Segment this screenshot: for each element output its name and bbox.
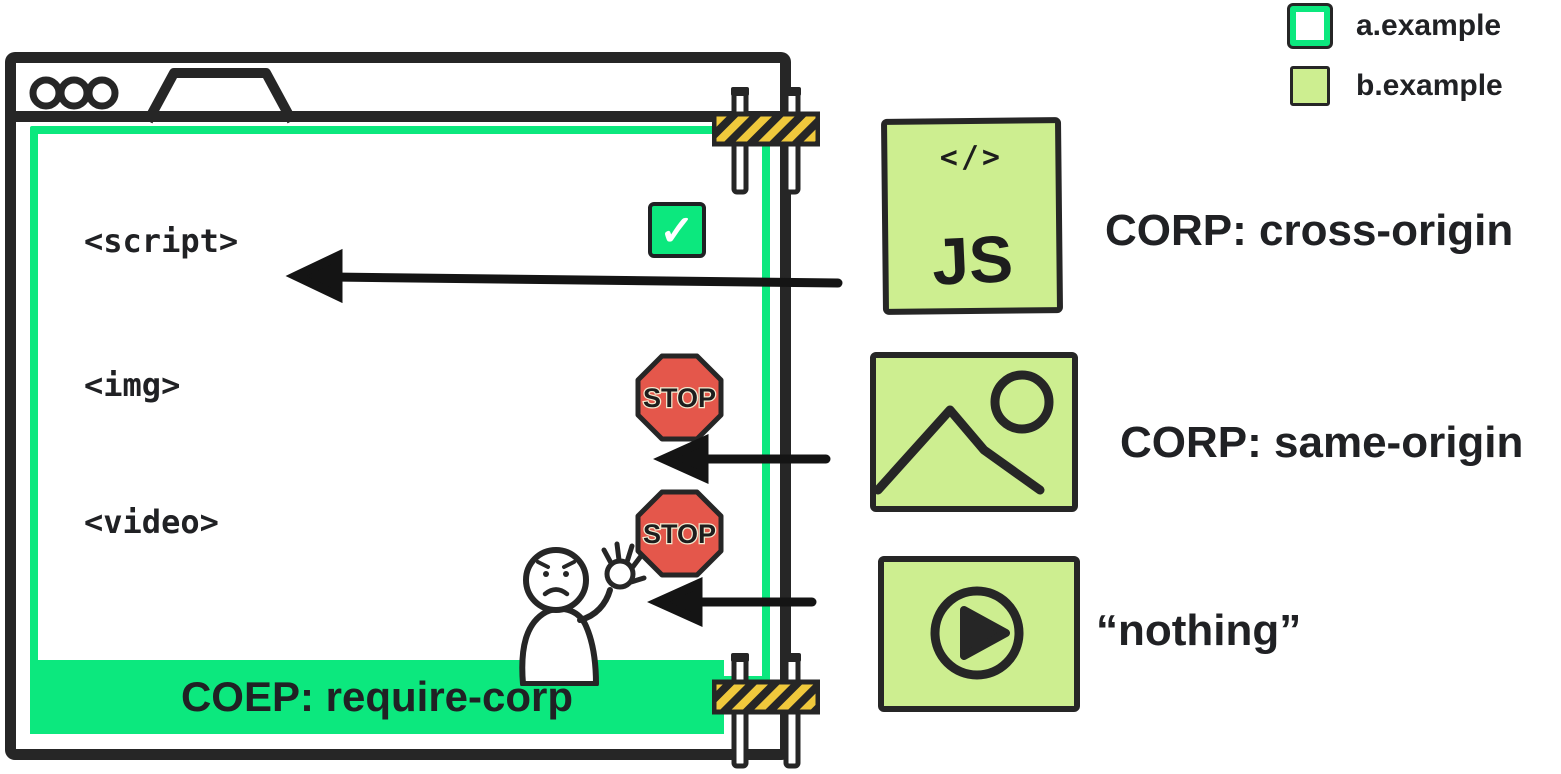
barrier-post-cap xyxy=(783,653,801,662)
roadblock-icon-top xyxy=(712,87,820,195)
person-eye xyxy=(543,571,549,577)
play-icon xyxy=(930,586,1024,680)
window-dot-icon xyxy=(29,76,63,110)
play-triangle xyxy=(960,606,1010,660)
legend-label-b: b.example xyxy=(1356,69,1503,102)
browser-tab-icon xyxy=(143,68,297,124)
image-sun xyxy=(990,370,1054,434)
corp-cross-origin-label: CORP: cross-origin xyxy=(1105,206,1514,255)
image-icon xyxy=(876,370,1054,495)
barrier-post-cap xyxy=(783,87,801,96)
barrier-striped-bar xyxy=(712,111,820,147)
stop-sign-icon-video: STOP xyxy=(635,489,724,578)
nothing-label: “nothing” xyxy=(1096,606,1302,655)
person-head xyxy=(523,547,589,613)
image-file-card xyxy=(870,352,1078,512)
window-dot-icon xyxy=(85,76,119,110)
stop-text: STOP xyxy=(643,383,716,413)
corp-same-origin-label: CORP: same-origin xyxy=(1120,418,1524,467)
check-glyph: ✓ xyxy=(659,206,695,254)
image-mountain xyxy=(876,405,1045,495)
roadblock-icon-bottom xyxy=(712,653,820,769)
video-file-card xyxy=(878,556,1080,712)
play-circle xyxy=(930,586,1024,680)
barrier-striped-bar xyxy=(712,679,820,715)
person-fingers xyxy=(601,541,647,585)
code-icon: </> xyxy=(939,139,1004,176)
img-tag-label: <img> xyxy=(84,366,181,404)
legend-item-b-example: b.example xyxy=(1290,66,1503,106)
legend-label-a: a.example xyxy=(1356,9,1502,42)
stop-text: STOP xyxy=(643,519,716,549)
video-tag-label: <video> xyxy=(84,503,219,541)
browser-header-line xyxy=(16,111,780,122)
coep-banner-text: COEP: require-corp xyxy=(180,673,574,720)
stop-sign-icon-img: STOP xyxy=(635,353,724,442)
window-dot-icon xyxy=(57,76,91,110)
coep-banner: COEP: require-corp xyxy=(30,660,724,734)
stop-octagon xyxy=(635,489,724,578)
js-file-icon: JS xyxy=(930,221,1015,299)
browser-chrome xyxy=(16,68,780,124)
person-frown xyxy=(542,587,570,597)
b-example-swatch-icon xyxy=(1290,66,1330,106)
person-arm xyxy=(577,587,613,623)
barrier-post-cap xyxy=(731,87,749,96)
allowed-check-icon: ✓ xyxy=(648,202,706,258)
legend-item-a-example: a.example xyxy=(1290,6,1501,46)
person-eye xyxy=(563,571,569,577)
js-file-card: </> JS xyxy=(880,117,1064,315)
script-tag-label: <script> xyxy=(84,222,239,260)
person-brows xyxy=(536,560,576,569)
barrier-post-cap xyxy=(731,653,749,662)
blocking-person-figure xyxy=(519,541,647,686)
a-example-swatch-icon xyxy=(1290,6,1330,46)
